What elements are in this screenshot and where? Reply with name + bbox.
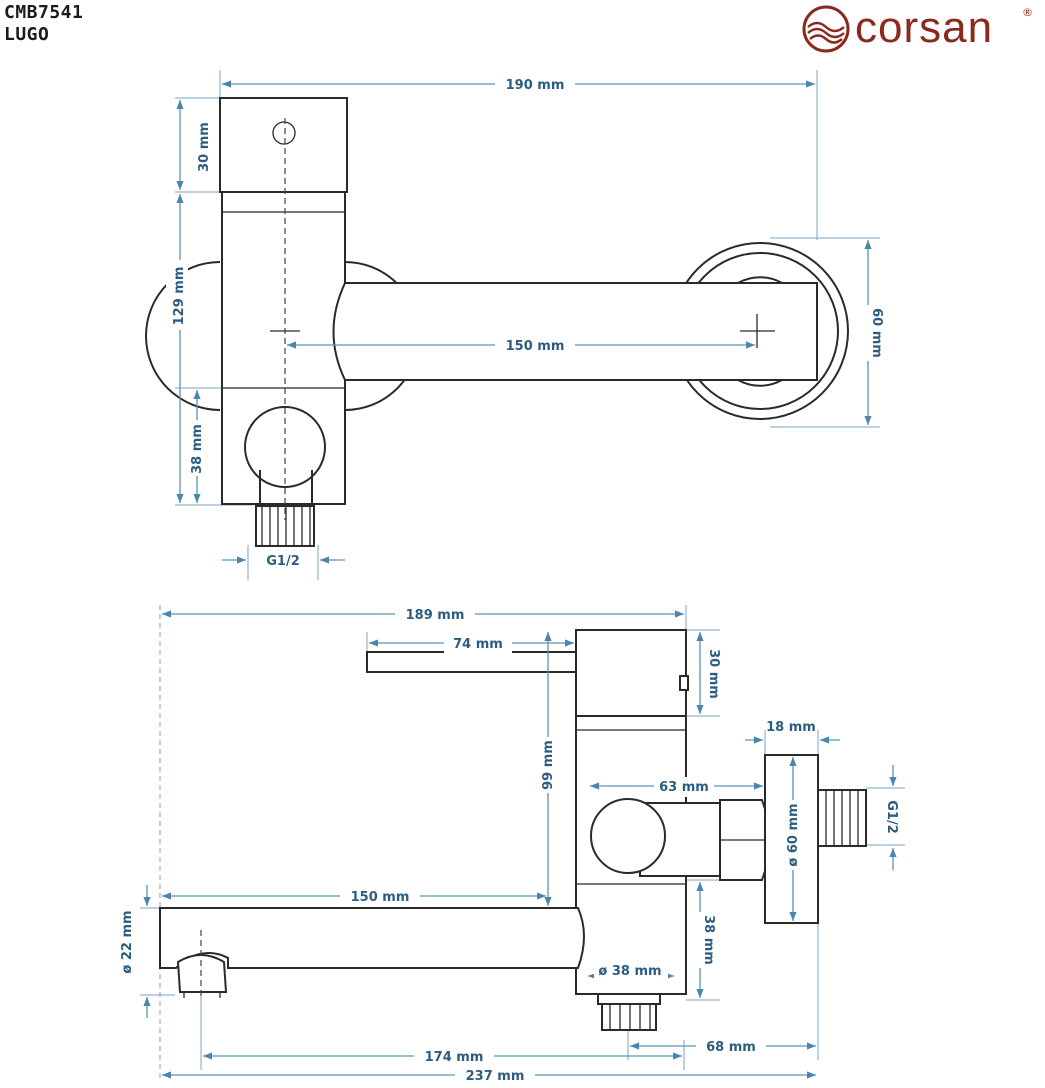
dim-side-overall-width: 189 mm bbox=[406, 608, 465, 623]
dim-flange-diameter: 60 mm bbox=[869, 308, 884, 358]
dim-connector-width: 18 mm bbox=[766, 720, 816, 735]
dim-side-body-height: 99 mm bbox=[541, 740, 556, 790]
dim-lever-length: 74 mm bbox=[453, 637, 503, 652]
registered-mark: ® bbox=[1022, 6, 1033, 19]
dim-side-thread: G1/2 bbox=[884, 800, 899, 834]
dim-handle-height: 30 mm bbox=[197, 122, 212, 172]
dim-overall-width: 190 mm bbox=[506, 78, 565, 93]
top-view: 190 mm 30 mm 129 mm 38 mm 150 mm 60 mm G… bbox=[145, 70, 884, 580]
brand-name: corsan bbox=[855, 3, 994, 52]
dim-outlet-height: 38 mm bbox=[190, 424, 205, 474]
dim-side-flange-diameter: ø 60 mm bbox=[786, 803, 801, 866]
dim-spout-length: 150 mm bbox=[506, 339, 565, 354]
dim-total-width: 237 mm bbox=[466, 1069, 525, 1084]
dim-thread-top: G1/2 bbox=[266, 554, 300, 569]
dim-body-height: 129 mm bbox=[172, 267, 187, 326]
dim-side-handle-height: 30 mm bbox=[706, 649, 721, 699]
dim-outlet-to-wall: 68 mm bbox=[706, 1040, 756, 1055]
dim-side-spout-length: 150 mm bbox=[351, 890, 410, 905]
model-name: LUGO bbox=[4, 24, 50, 45]
model-code: CMB7541 bbox=[4, 2, 84, 23]
dim-diverter-to-wall: 63 mm bbox=[659, 780, 709, 795]
dim-lower-height: 38 mm bbox=[701, 915, 716, 965]
dim-body-diameter: ø 38 mm bbox=[598, 964, 661, 979]
brand-logo-icon bbox=[802, 5, 850, 53]
dim-spout-diameter: ø 22 mm bbox=[120, 910, 135, 973]
dim-outlet-to-spout: 174 mm bbox=[425, 1050, 484, 1065]
side-view: 189 mm 74 mm 30 mm 18 mm 99 mm 63 mm ø 6… bbox=[120, 604, 905, 1085]
